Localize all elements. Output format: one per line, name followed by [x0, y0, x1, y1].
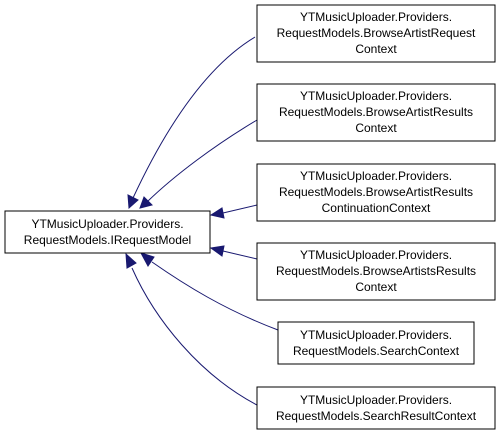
edge-browse-artist-results-context	[147, 119, 258, 202]
class-node-label-line: RequestModels.IRequestModel	[24, 233, 191, 247]
edge-arrowhead	[125, 252, 137, 269]
edge-arrowhead	[209, 245, 225, 257]
edge-search-result-context	[131, 267, 258, 406]
class-node-browse-artist-results-continuation-context[interactable]: YTMusicUploader.Providers. RequestModels…	[256, 163, 496, 222]
class-node-label-line: YTMusicUploader.Providers.	[300, 393, 452, 407]
edge-browse-artist-request-context	[132, 36, 256, 199]
class-node-label-line: YTMusicUploader.Providers.	[300, 89, 452, 103]
class-node-label-line: RequestModels.SearchContext	[293, 344, 460, 358]
class-node-search-context[interactable]: YTMusicUploader.Providers. RequestModels…	[277, 321, 475, 365]
class-node-label-line: RequestModels.BrowseArtistResults	[279, 105, 473, 119]
edge-arrowhead	[127, 194, 139, 210]
class-node-browse-artist-results-context[interactable]: YTMusicUploader.Providers. RequestModels…	[256, 83, 496, 142]
edge-browse-artists-results-context	[222, 250, 258, 260]
inheritance-edges	[125, 36, 279, 406]
edge-browse-artist-results-continuation-context	[222, 204, 258, 214]
edge-arrowhead	[209, 207, 225, 219]
class-node-irequestmodel[interactable]: YTMusicUploader.Providers. RequestModels…	[4, 210, 211, 254]
edge-search-context	[151, 261, 279, 331]
class-node-label-line: RequestModels.BrowseArtistsResults	[276, 264, 476, 278]
class-node-label-line: Context	[355, 42, 397, 56]
class-node-label-line: YTMusicUploader.Providers.	[300, 10, 452, 24]
class-node-label-line: RequestModels.SearchResultContext	[276, 409, 477, 423]
class-node-label-line: YTMusicUploader.Providers.	[300, 169, 452, 183]
class-node-browse-artist-request-context[interactable]: YTMusicUploader.Providers. RequestModels…	[256, 4, 496, 63]
class-node-label-line: Context	[355, 121, 397, 135]
class-node-label-line: RequestModels.BrowseArtistResults	[279, 185, 473, 199]
class-node-search-result-context[interactable]: YTMusicUploader.Providers. RequestModels…	[256, 386, 496, 430]
class-node-label-line: YTMusicUploader.Providers.	[300, 248, 452, 262]
edge-arrowhead	[139, 252, 155, 267]
class-node-label-line: ContinuationContext	[322, 201, 431, 215]
class-node-label-line: YTMusicUploader.Providers.	[300, 328, 452, 342]
class-node-label-line: RequestModels.BrowseArtistRequest	[277, 26, 476, 40]
class-node-browse-artists-results-context[interactable]: YTMusicUploader.Providers. RequestModels…	[256, 242, 496, 301]
class-node-label-line: YTMusicUploader.Providers.	[31, 217, 183, 231]
edge-arrowhead	[139, 196, 153, 209]
class-node-label-line: Context	[355, 280, 397, 294]
